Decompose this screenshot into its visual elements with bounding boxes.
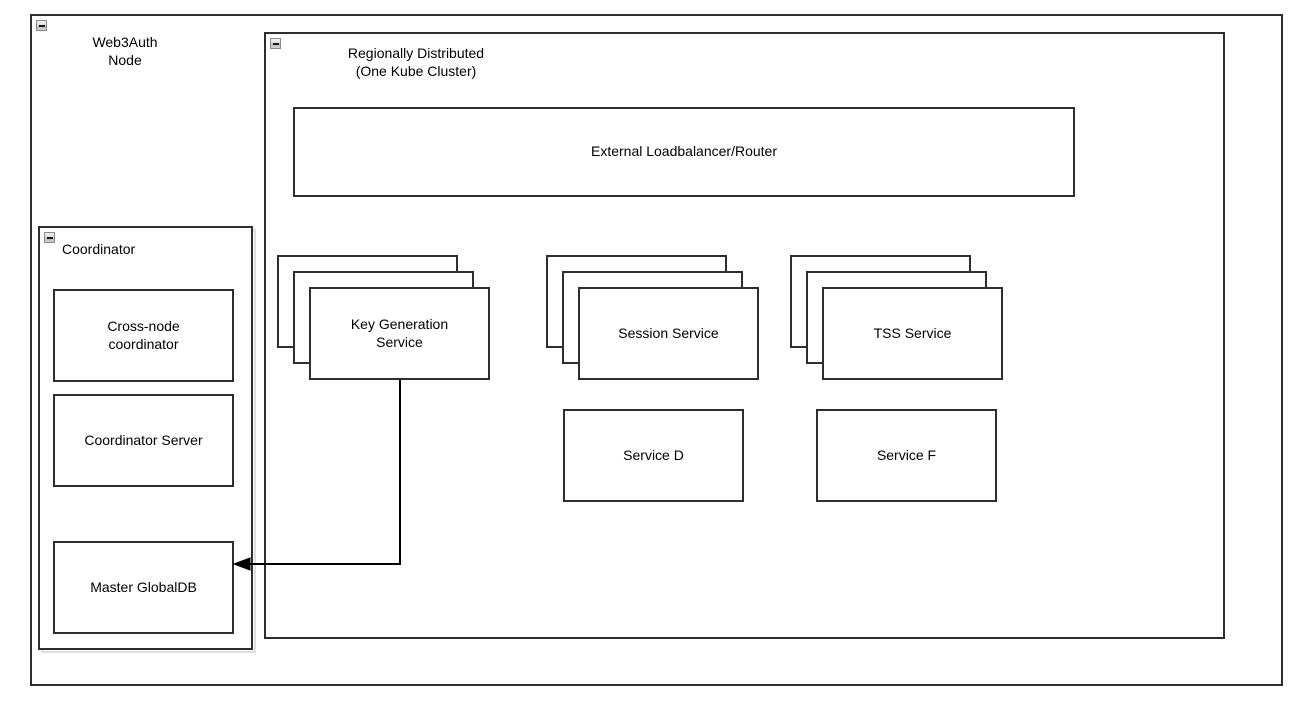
node-master-globaldb-label: Master GlobalDB <box>90 578 197 595</box>
stack-layer-front[interactable]: TSS Service <box>822 287 1003 380</box>
node-external-loadbalancer-router[interactable]: External Loadbalancer/Router <box>293 107 1075 197</box>
node-service-d-label: Service D <box>623 446 684 463</box>
stack-layer-front[interactable]: Session Service <box>578 287 759 380</box>
node-cross-node-coordinator[interactable]: Cross-node coordinator <box>53 289 234 382</box>
container-coordinator-label: Coordinator <box>62 241 136 257</box>
node-service-f-label: Service F <box>876 446 937 463</box>
stack-session-service[interactable]: Session Service <box>546 255 759 380</box>
collapse-minus-icon-regional-cluster[interactable] <box>270 38 281 49</box>
node-session-service-label: Session Service <box>618 324 719 341</box>
stack-tss-service[interactable]: TSS Service <box>790 255 1003 380</box>
collapse-minus-icon-coordinator[interactable] <box>44 232 55 243</box>
node-external-loadbalancer-router-label: External Loadbalancer/Router <box>590 143 777 160</box>
container-web3auth-node-label: Web3Auth Node <box>92 34 158 69</box>
node-key-generation-service-label: Key Generation Service <box>350 316 449 350</box>
node-service-d[interactable]: Service D <box>563 409 744 502</box>
node-service-f[interactable]: Service F <box>816 409 997 502</box>
node-coordinator-server[interactable]: Coordinator Server <box>53 394 234 487</box>
node-tss-service-label: TSS Service <box>873 324 952 341</box>
stack-key-generation-service[interactable]: Key Generation Service <box>277 255 490 380</box>
node-cross-node-coordinator-label: Cross-node coordinator <box>107 318 180 352</box>
stack-layer-front[interactable]: Key Generation Service <box>309 287 490 380</box>
collapse-minus-icon-web3auth-node[interactable] <box>36 20 47 31</box>
node-coordinator-server-label: Coordinator Server <box>84 431 203 448</box>
node-master-globaldb[interactable]: Master GlobalDB <box>53 541 234 634</box>
container-regional-cluster-label: Regionally Distributed (One Kube Cluster… <box>347 45 485 80</box>
